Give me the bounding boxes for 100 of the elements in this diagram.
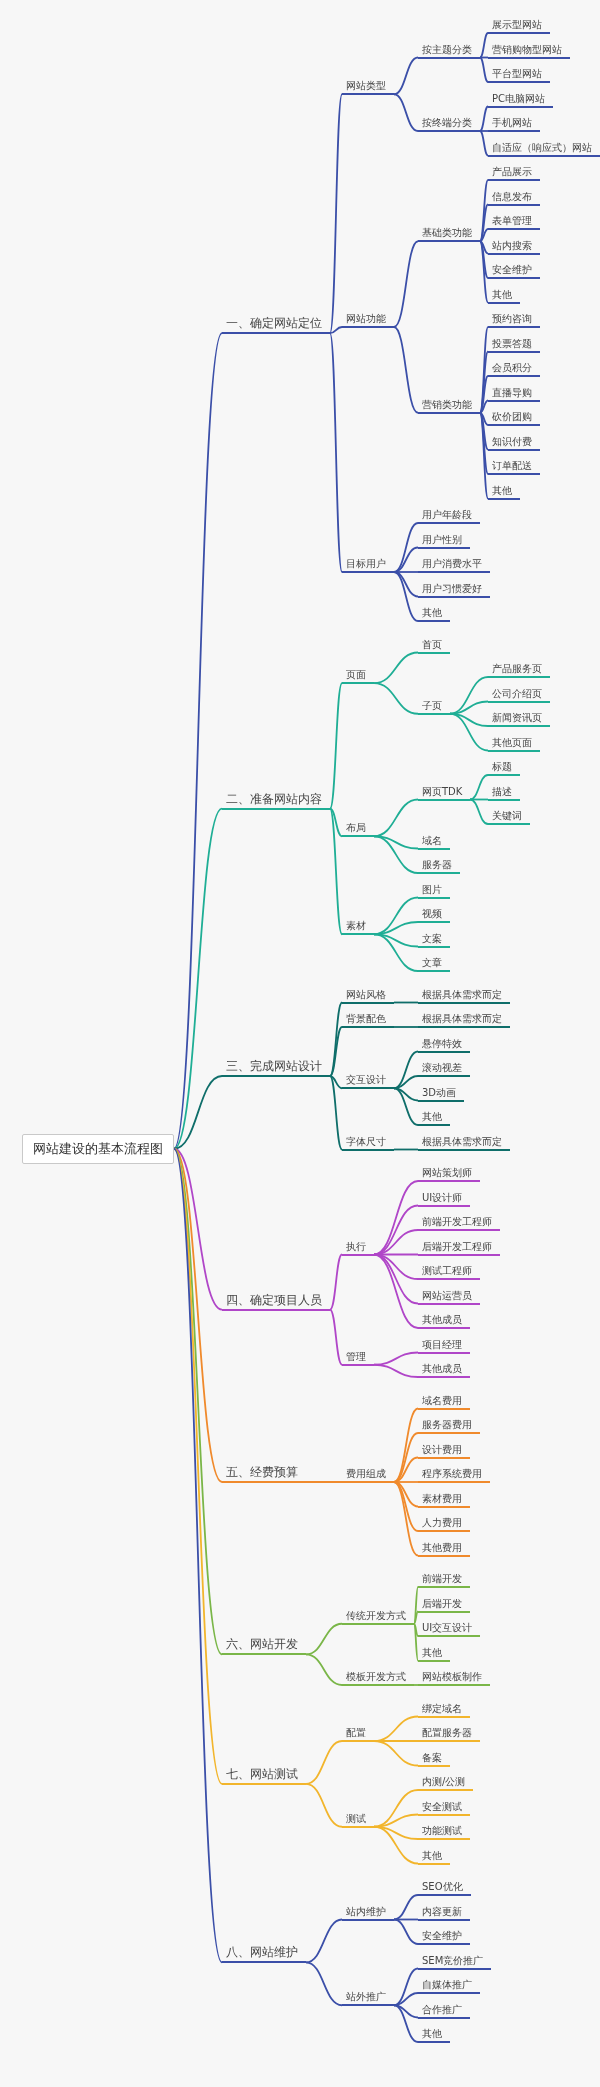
branch-line — [393, 2004, 419, 2043]
branch-line — [305, 1918, 343, 1964]
subtopic-label: 其他 — [488, 483, 520, 500]
subtopic-label: 站外推广 — [342, 1990, 394, 2007]
subtopic-label: 砍价团购 — [488, 410, 540, 426]
subtopic-label: 新闻资讯页 — [488, 711, 550, 727]
subtopic-label: 根据具体需求而定 — [418, 1134, 510, 1151]
subtopic-label: 自媒体推广 — [418, 1978, 480, 1994]
subtopic-label: 手机网站 — [488, 116, 540, 132]
branch-line — [373, 933, 419, 972]
branch-line — [393, 1148, 419, 1151]
branch-line — [173, 1147, 223, 1785]
branch-line — [329, 1253, 343, 1311]
branch-line — [413, 1610, 419, 1625]
subtopic-label: 费用组成 — [342, 1467, 394, 1483]
branch-line — [413, 1622, 419, 1637]
branch-line — [393, 1918, 419, 1945]
subtopic-label: 标题 — [488, 760, 520, 776]
subtopic-label: 关键词 — [488, 809, 530, 825]
branch-line — [329, 1026, 343, 1077]
subtopic-label: 设计费用 — [418, 1442, 470, 1459]
branch-line — [469, 798, 489, 825]
branch-line — [305, 1653, 343, 1686]
branch-line — [479, 32, 489, 59]
subtopic-label: 根据具体需求而定 — [418, 987, 510, 1004]
subtopic-label: 前端开发 — [418, 1572, 470, 1588]
subtopic-label: 站内搜索 — [488, 238, 540, 255]
branch-line — [479, 240, 489, 255]
subtopic-label: 其他 — [488, 287, 520, 304]
branch-line — [393, 1075, 419, 1090]
branch-line — [393, 1992, 419, 2007]
branch-line — [393, 1894, 419, 1921]
subtopic-label: 网站功能 — [342, 312, 394, 328]
subtopic-label: 内测/公测 — [418, 1775, 474, 1791]
subtopic-label: 人力费用 — [418, 1516, 470, 1532]
branch-line — [393, 1001, 419, 1004]
subtopic-label: 交互设计 — [342, 1073, 394, 1090]
subtopic-label: 合作推广 — [418, 2002, 470, 2019]
main-topic-label: 二、准备网站内容 — [222, 789, 330, 810]
branch-line — [373, 835, 419, 874]
subtopic-label: 文章 — [418, 956, 450, 972]
branch-line — [173, 1075, 223, 1150]
root-topic: 网站建设的基本流程图 — [22, 1133, 174, 1164]
branch-line — [479, 240, 489, 304]
subtopic-label: 域名 — [418, 833, 450, 850]
subtopic-label: 其他页面 — [488, 735, 540, 752]
subtopic-label: 信息发布 — [488, 189, 540, 206]
branch-line — [393, 1026, 419, 1028]
subtopic-label: 基础类功能 — [418, 226, 480, 243]
branch-line — [413, 1684, 419, 1686]
subtopic-label: 测试 — [342, 1811, 374, 1828]
subtopic-label: 用户年龄段 — [418, 508, 480, 524]
subtopic-label: 视频 — [418, 907, 450, 923]
branch-line — [479, 411, 489, 426]
subtopic-label: 绑定域名 — [418, 1701, 470, 1718]
subtopic-label: 会员积分 — [488, 361, 540, 377]
subtopic-label: 网站类型 — [342, 79, 394, 96]
subtopic-label: PC电脑网站 — [488, 91, 553, 108]
branch-line — [393, 1481, 419, 1508]
branch-line — [393, 571, 419, 598]
subtopic-label: 素材费用 — [418, 1491, 470, 1508]
branch-line — [329, 1075, 343, 1151]
subtopic-label: 描述 — [488, 784, 520, 801]
branch-line — [393, 93, 419, 132]
branch-line — [393, 1087, 419, 1126]
branch-line — [173, 1147, 223, 1311]
subtopic-label: 用户消费水平 — [418, 557, 490, 573]
subtopic-label: UI设计师 — [418, 1190, 471, 1207]
branch-line — [373, 1740, 419, 1767]
branch-line — [305, 1961, 343, 2007]
subtopic-label: 域名费用 — [418, 1393, 470, 1410]
subtopic-label: 表单管理 — [488, 214, 540, 230]
branch-line — [393, 1481, 419, 1557]
subtopic-label: 功能测试 — [418, 1824, 470, 1840]
branch-line — [393, 240, 419, 328]
subtopic-label: 背景配色 — [342, 1012, 394, 1028]
subtopic-label: 配置 — [342, 1726, 374, 1742]
branch-line — [393, 56, 419, 96]
subtopic-label: 展示型网站 — [488, 18, 550, 34]
subtopic-label: 按主题分类 — [418, 42, 480, 59]
subtopic-label: 投票答题 — [488, 336, 540, 353]
subtopic-label: 管理 — [342, 1349, 374, 1366]
subtopic-label: 网站模板制作 — [418, 1670, 490, 1686]
main-topic-label: 四、确定项目人员 — [222, 1290, 330, 1311]
subtopic-label: 自适应（响应式）网站 — [488, 140, 600, 157]
subtopic-label: 平台型网站 — [488, 67, 550, 83]
branch-line — [479, 56, 489, 59]
branch-line — [393, 1432, 419, 1483]
subtopic-label: 文案 — [418, 931, 450, 948]
subtopic-label: 安全维护 — [488, 263, 540, 279]
subtopic-label: 前端开发工程师 — [418, 1215, 500, 1231]
main-topic-label: 八、网站维护 — [222, 1943, 306, 1964]
subtopic-label: UI交互设计 — [418, 1621, 481, 1637]
branch-line — [373, 682, 419, 715]
branch-line — [173, 807, 223, 1150]
subtopic-label: 服务器 — [418, 858, 460, 874]
subtopic-label: 悬停特效 — [418, 1036, 470, 1053]
branch-line — [479, 228, 489, 243]
branch-line — [373, 1253, 419, 1329]
branch-line — [373, 1180, 419, 1256]
